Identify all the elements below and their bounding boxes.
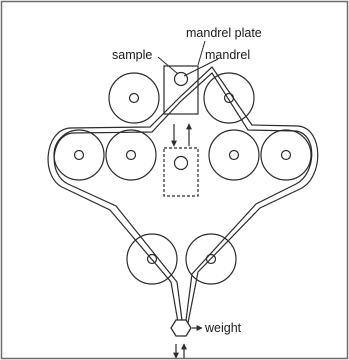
weight-assembly: [170, 319, 203, 359]
mandrel-top: [173, 71, 189, 87]
roller-icon: [105, 129, 157, 181]
mandrel-bottom: [173, 155, 189, 171]
pulley-icon: [170, 319, 192, 337]
sample-belt: [47, 66, 319, 329]
mandrel-plate-bottom: [163, 147, 199, 197]
sample-label: sample: [112, 48, 152, 62]
mandrel-plate-label: mandrel plate: [186, 26, 262, 40]
plate-motion-arrows: [171, 123, 192, 147]
weight-label: weight: [204, 321, 242, 335]
roller-icon: [53, 129, 105, 181]
roller-icon: [208, 129, 260, 181]
mandrel-plate-top: [163, 65, 199, 115]
mandrel-label: mandrel: [205, 48, 250, 62]
roller-icon: [108, 72, 160, 124]
roller-icon: [203, 72, 255, 124]
leader-lines: [157, 40, 219, 77]
roller-icon: [260, 129, 312, 181]
